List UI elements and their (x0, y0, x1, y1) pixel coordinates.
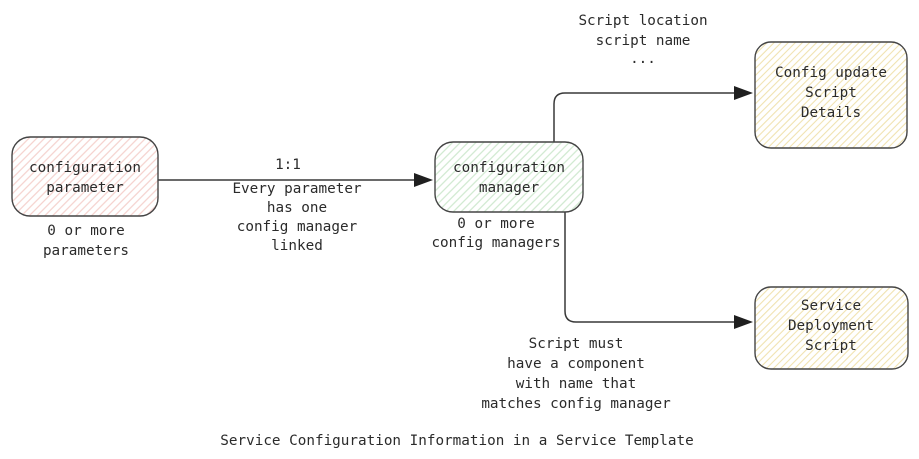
label-parameter-cardinality: 0 or more parameters (43, 223, 129, 259)
node-label-line: Script (805, 85, 857, 101)
arrowhead-into-deployment-script (734, 315, 753, 329)
cardinality-line: parameters (43, 243, 129, 259)
edge-manager-to-update-script (553, 92, 736, 142)
node-label-line: parameter (46, 180, 124, 196)
edge-label-line: Every parameter (232, 181, 362, 197)
edge-label-line: config manager (237, 219, 358, 235)
cardinality-line: 0 or more (457, 216, 534, 232)
label-manager-to-update: Script location script name ... (578, 13, 707, 67)
edge-label-line: has one (267, 200, 327, 216)
edge-label-line: have a component (507, 356, 645, 372)
node-service-deployment-script: Service Deployment Script (788, 298, 874, 354)
configuration-parameter-box (11, 136, 159, 217)
node-boxes (11, 41, 909, 370)
edge-label-line: 1:1 (275, 157, 301, 173)
cardinality-line: config managers (431, 235, 560, 251)
node-config-update-script-details: Config update Script Details (775, 65, 887, 121)
configuration-manager-box (434, 141, 584, 213)
node-label-line: manager (479, 180, 540, 196)
diagram-caption: Service Configuration Information in a S… (220, 433, 693, 449)
node-label-line: Config update (775, 65, 887, 81)
edges (158, 92, 736, 323)
label-param-to-manager: 1:1 Every parameter has one config manag… (232, 157, 362, 254)
label-manager-cardinality: 0 or more config managers (431, 216, 560, 251)
edge-label-line: Script location (578, 13, 707, 29)
arrowheads (414, 86, 753, 329)
edge-manager-to-deployment-script (564, 212, 736, 323)
edge-label-line: Script must (529, 336, 624, 352)
node-configuration-parameter: configuration parameter (29, 160, 141, 196)
cardinality-line: 0 or more (47, 223, 124, 239)
node-label-line: Service (801, 298, 861, 314)
node-configuration-manager: configuration manager (453, 160, 565, 196)
service-deployment-script-box (754, 286, 909, 370)
diagram-text: configuration parameter configuration ma… (29, 13, 887, 449)
arrowhead-into-manager (414, 173, 433, 187)
edge-label-line: linked (271, 238, 323, 254)
node-label-line: Deployment (788, 318, 874, 334)
edge-label-line: matches config manager (481, 396, 671, 412)
node-label-line: Script (805, 338, 857, 354)
node-label-line: configuration (29, 160, 141, 176)
arrowhead-into-update-script (734, 86, 753, 100)
edge-label-line: script name (596, 33, 691, 49)
edge-label-line: ... (630, 51, 656, 67)
node-label-line: Details (801, 105, 861, 121)
edge-label-line: with name that (516, 376, 637, 392)
label-manager-to-deploy: Script must have a component with name t… (481, 336, 671, 412)
config-update-script-box (754, 41, 908, 149)
node-label-line: configuration (453, 160, 565, 176)
